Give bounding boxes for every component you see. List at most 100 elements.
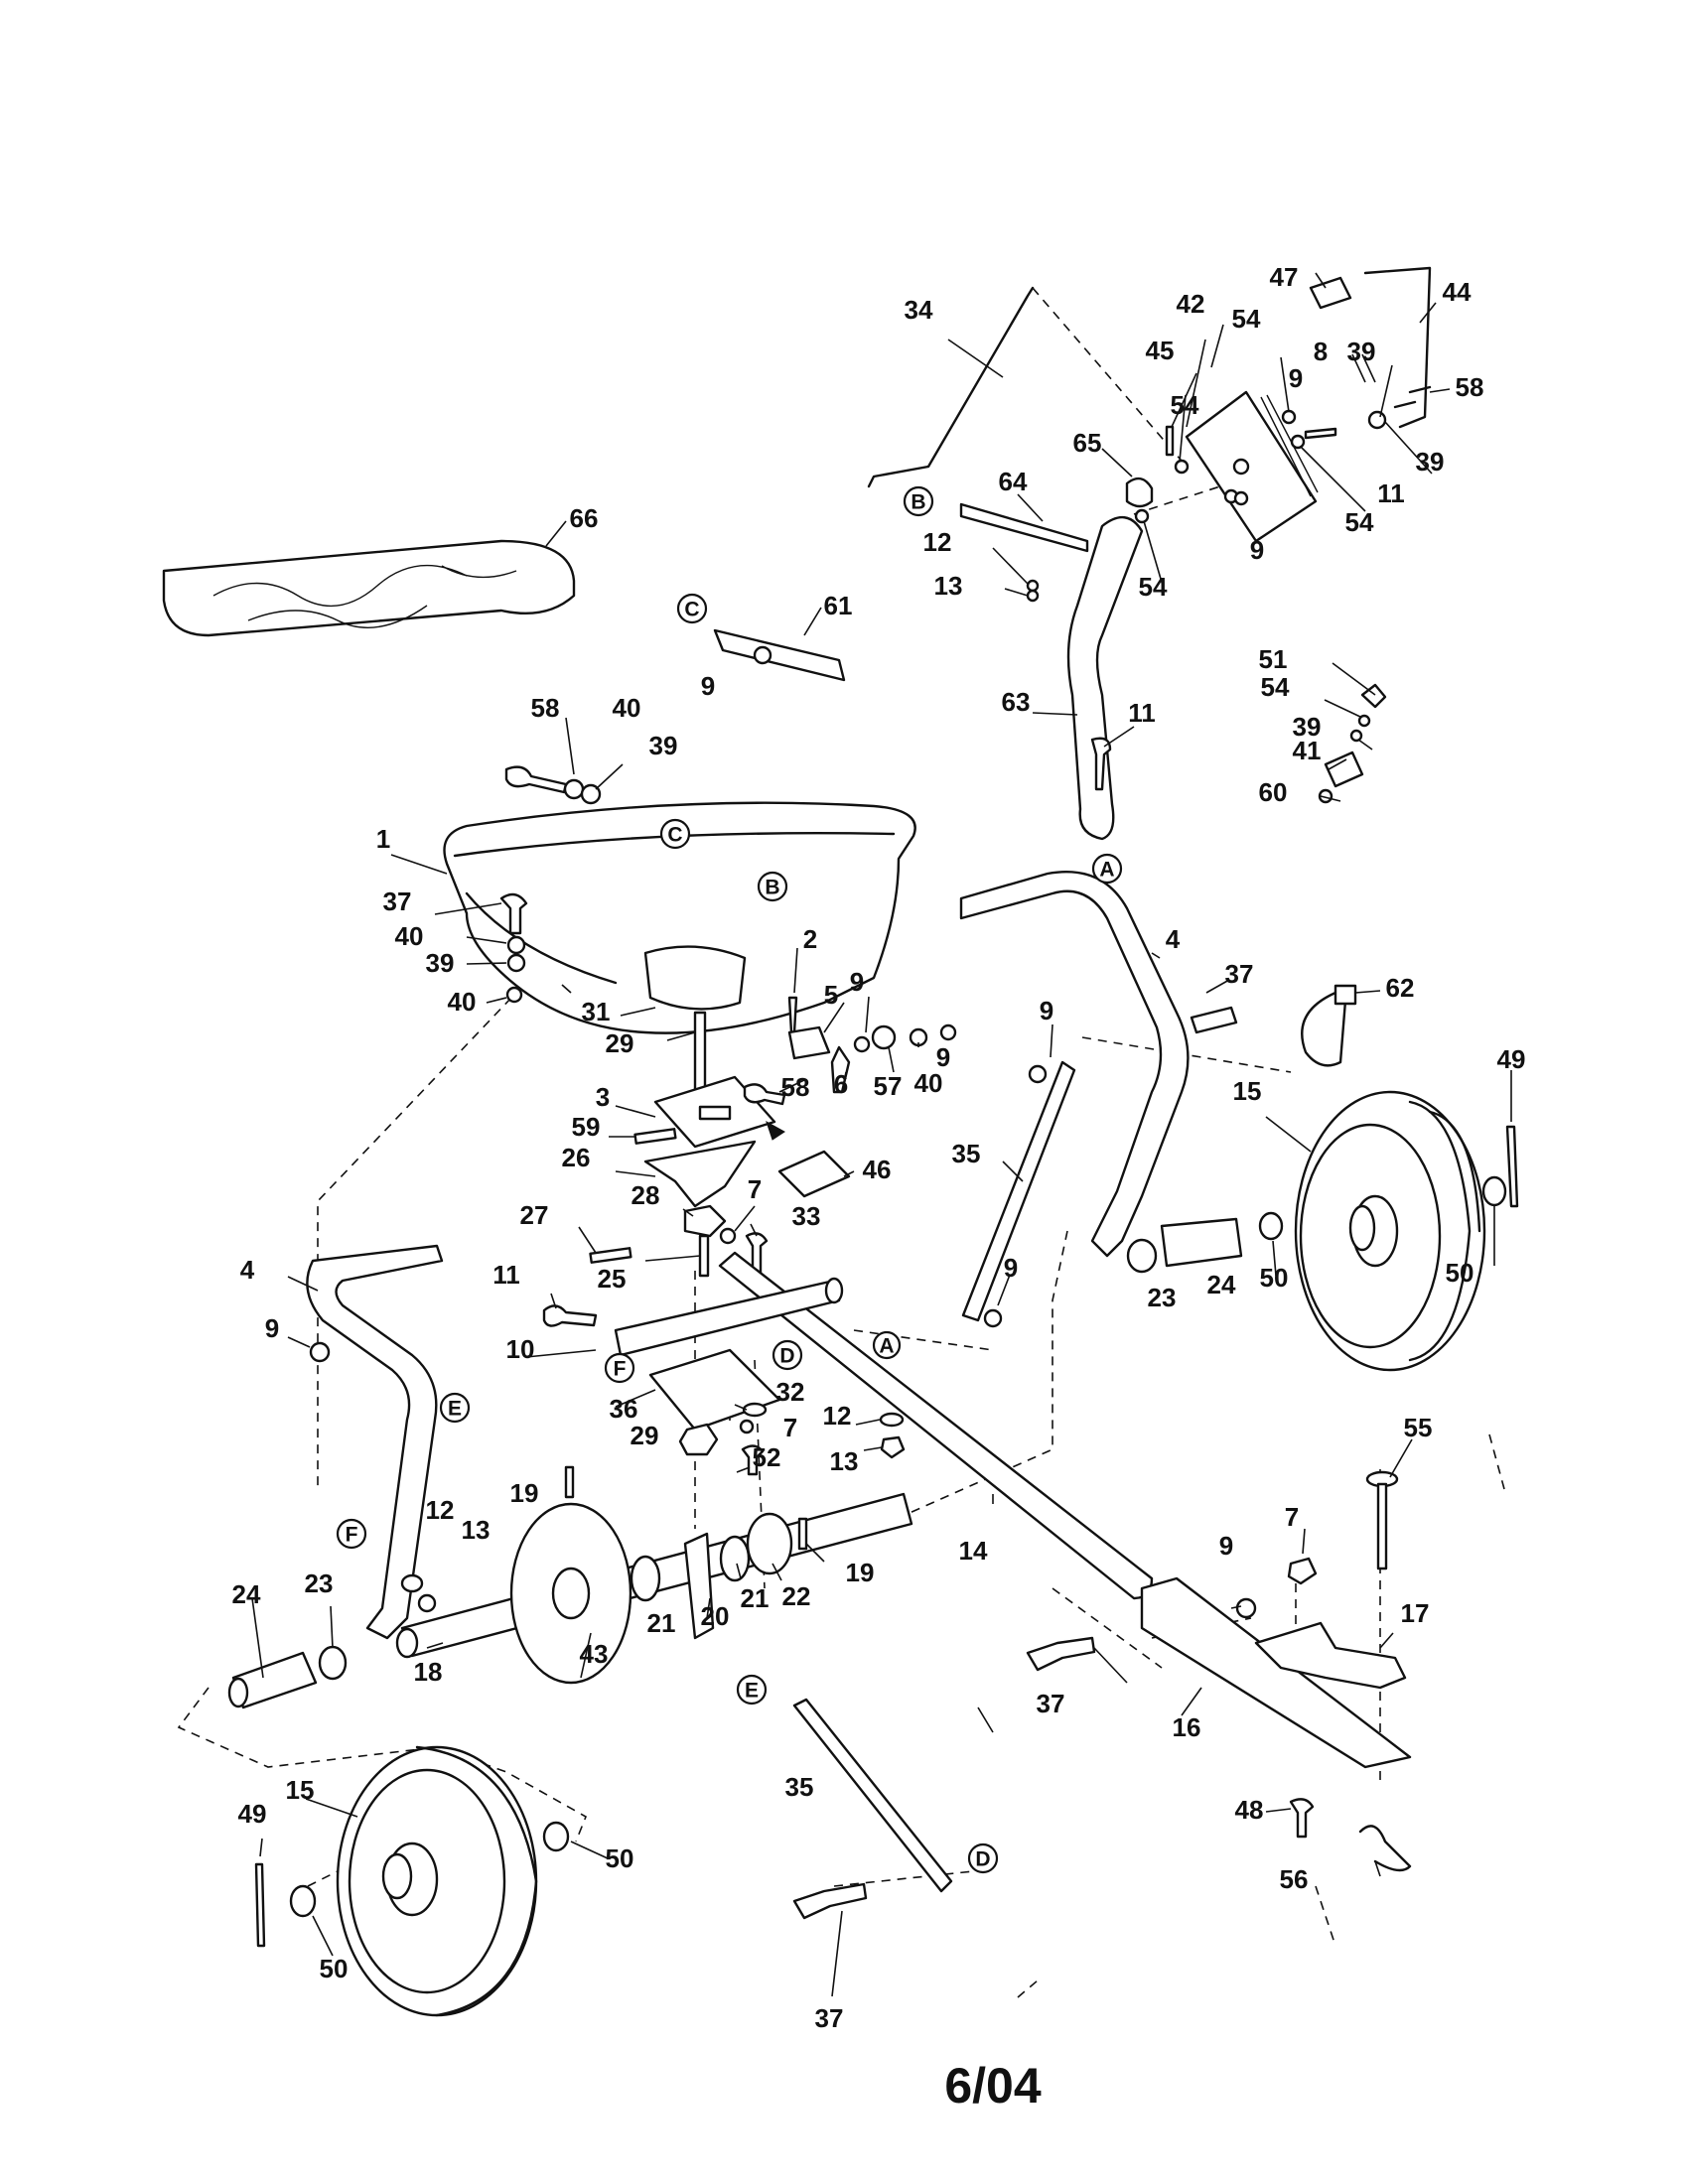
callout-48: 48 — [1235, 1795, 1264, 1825]
bolt-11-plate — [1304, 427, 1337, 440]
bracket-41 — [1324, 751, 1364, 788]
callout-62: 62 — [1386, 973, 1415, 1003]
callout-15-right: 15 — [1233, 1076, 1262, 1106]
callout-29-lower: 29 — [631, 1421, 659, 1450]
callout-9-plate: 9 — [1250, 535, 1264, 565]
callout-64: 64 — [999, 467, 1028, 496]
nut-7-lower — [739, 1419, 755, 1434]
hopper-cover — [162, 539, 576, 637]
callout-37-hopper: 37 — [383, 887, 412, 916]
callout-63: 63 — [1002, 687, 1031, 717]
hitch-pin-55 — [1365, 1470, 1399, 1570]
callout-9-plate-top: 9 — [1289, 363, 1303, 393]
bearing-21-a — [630, 1555, 661, 1602]
lever-grip — [1309, 276, 1352, 310]
shaft-25 — [698, 1234, 710, 1278]
callout-54-plate: 54 — [1171, 390, 1199, 420]
callout-24-right: 24 — [1207, 1270, 1236, 1299]
nut-7-hitch — [1287, 1557, 1318, 1585]
assembly-dashed-lines — [177, 287, 1505, 1998]
callout-50-left-inner: 50 — [320, 1954, 349, 1983]
callout-9-left: 9 — [265, 1313, 279, 1343]
callout-11-lower: 11 — [492, 1260, 520, 1290]
pin-45 — [1165, 425, 1175, 457]
callout-51: 51 — [1259, 644, 1288, 674]
callout-39-hopper: 39 — [649, 731, 678, 760]
washer-50-left-outer — [542, 1821, 570, 1852]
axle-18-end — [395, 1627, 419, 1659]
callout-16: 16 — [1173, 1712, 1201, 1742]
callout-66: 66 — [570, 503, 599, 533]
callout-14: 14 — [959, 1536, 988, 1566]
callout-26: 26 — [562, 1143, 591, 1172]
callout-7-hitch: 7 — [1285, 1502, 1299, 1532]
washers-39-plate — [1367, 410, 1387, 430]
nut-9-gate-b — [939, 1024, 957, 1041]
tag-e-frame: E — [448, 1398, 462, 1421]
callout-40-gate: 40 — [914, 1068, 943, 1098]
nut-60 — [1318, 788, 1333, 804]
impeller-28 — [683, 1204, 727, 1238]
callout-9-gate-a: 9 — [850, 967, 864, 997]
callout-10: 10 — [506, 1334, 535, 1364]
plate-36 — [648, 1348, 781, 1432]
callout-12-upper: 12 — [923, 527, 952, 557]
callout-12-lower: 12 — [823, 1401, 852, 1431]
callout-54-plate-right: 54 — [1345, 507, 1374, 537]
pin-19-right — [797, 1517, 808, 1551]
callout-35-upper: 35 — [952, 1139, 981, 1168]
tag-f-frame: F — [346, 1524, 358, 1547]
spring-57 — [871, 1024, 897, 1050]
callout-19-right: 19 — [846, 1558, 875, 1587]
callout-37-hitch: 37 — [1037, 1689, 1065, 1718]
washer-54c — [1290, 434, 1306, 450]
bracket-5 — [787, 1025, 831, 1060]
callout-21-a: 21 — [647, 1608, 676, 1638]
washer-39-stack — [1349, 729, 1363, 743]
washer-12-left — [400, 1573, 424, 1593]
bushing-23-right — [1126, 1238, 1158, 1274]
tag-d-tube: D — [779, 1345, 794, 1368]
lever-44 — [1363, 266, 1432, 429]
callout-54-stack: 54 — [1261, 672, 1290, 702]
callout-43: 43 — [580, 1639, 609, 1669]
callout-11-handle: 11 — [1128, 698, 1156, 728]
control-plate — [1185, 390, 1319, 543]
callout-65: 65 — [1073, 428, 1102, 458]
handle-knob — [1125, 477, 1154, 508]
callout-39-left: 39 — [426, 948, 455, 978]
bolt-11-handle — [1090, 737, 1112, 791]
tag-d-strap: D — [975, 1848, 990, 1871]
callout-25: 25 — [598, 1264, 627, 1294]
callout-31: 31 — [582, 997, 611, 1026]
wheel-15-left — [336, 1745, 538, 2017]
callout-54-handle: 54 — [1139, 572, 1168, 602]
callout-52: 52 — [753, 1442, 781, 1472]
screw-2 — [787, 996, 798, 1034]
strap-35-upper — [961, 1060, 1076, 1322]
callout-60: 60 — [1259, 777, 1288, 807]
washer-39-a — [506, 953, 526, 973]
callout-21-b: 21 — [741, 1583, 770, 1613]
callout-57: 57 — [874, 1071, 903, 1101]
washer-40-b — [505, 986, 523, 1004]
hitch-plate-17 — [1254, 1621, 1407, 1690]
callout-1: 1 — [376, 824, 390, 854]
slot-plate-3 — [698, 1105, 732, 1121]
gate-arrow — [766, 1120, 785, 1141]
nut-13-lower — [880, 1435, 906, 1459]
callout-9-frame-b: 9 — [1004, 1253, 1018, 1283]
collar-22 — [746, 1512, 793, 1575]
tag-c-hopper: C — [667, 824, 682, 847]
nut-9-gate-a — [853, 1035, 871, 1053]
callout-61: 61 — [824, 591, 853, 620]
callout-29-upper: 29 — [606, 1028, 634, 1058]
callout-9-gate-b: 9 — [936, 1042, 950, 1072]
tag-b-bar: B — [911, 491, 925, 514]
bolt-52 — [741, 1444, 765, 1476]
callout-35-lower: 35 — [785, 1772, 814, 1802]
callout-50-right-outer: 50 — [1446, 1258, 1474, 1288]
bolts-58-plate — [1393, 385, 1432, 409]
washer-12-upper — [1026, 579, 1040, 593]
callout-17: 17 — [1401, 1598, 1430, 1628]
